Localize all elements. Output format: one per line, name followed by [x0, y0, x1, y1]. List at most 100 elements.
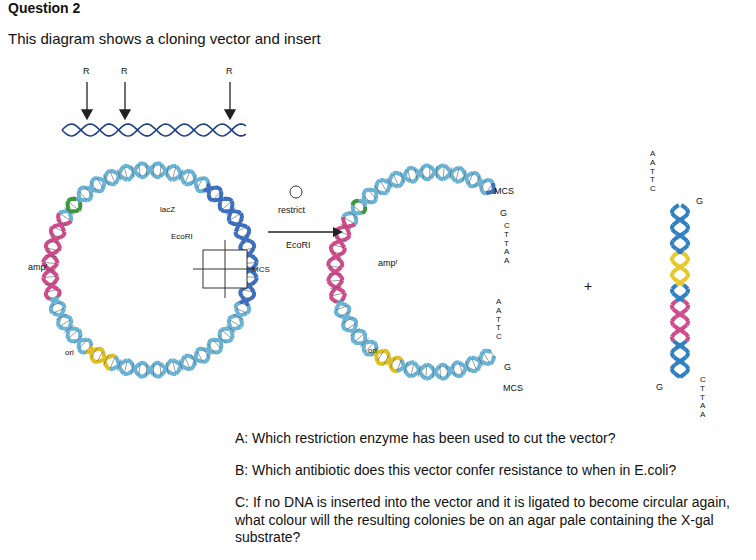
helix-stroke — [329, 280, 341, 281]
helix-stroke — [673, 205, 678, 209]
helix-stroke — [489, 349, 496, 359]
helix-stroke — [680, 373, 686, 377]
helix-stroke — [340, 260, 342, 267]
helix-stroke — [683, 277, 688, 281]
diagram-label: R — [121, 66, 128, 77]
helix-stroke — [685, 365, 688, 369]
vector-plasmid — [43, 163, 256, 376]
helix-stroke — [238, 234, 249, 238]
helix-stroke — [379, 192, 387, 193]
helix-stroke — [124, 371, 132, 374]
diagram-label: G — [696, 196, 703, 207]
helix-stroke — [483, 353, 489, 363]
helix-stroke — [226, 325, 236, 332]
helix-stroke — [673, 325, 678, 329]
helix-stroke — [672, 365, 675, 369]
helix-stroke — [240, 241, 252, 244]
helix-stroke — [684, 317, 688, 321]
helix-stroke — [353, 201, 359, 206]
helix-stroke — [251, 292, 255, 299]
helix-stroke — [418, 365, 420, 377]
helix-stroke — [197, 351, 203, 361]
helix-stroke — [191, 175, 196, 186]
helix-stroke — [58, 290, 60, 297]
helix-stroke — [456, 179, 464, 182]
helix-stroke — [399, 180, 404, 187]
helix-stroke — [153, 364, 154, 376]
helix-stroke — [681, 325, 686, 329]
helix-stroke — [238, 302, 249, 306]
helix-stroke — [60, 214, 70, 220]
helix-stroke — [682, 293, 687, 297]
helix-stroke — [139, 374, 147, 376]
helix-stroke — [226, 208, 236, 215]
helix-stroke — [681, 205, 686, 209]
helix-stroke — [167, 360, 173, 366]
helix-stroke — [203, 348, 210, 358]
helix-stroke — [167, 174, 173, 180]
helix-stroke — [401, 360, 405, 370]
helix-stroke — [672, 229, 676, 233]
restriction-arrows — [82, 82, 235, 119]
helix-stroke — [68, 339, 76, 342]
helix-stroke — [405, 370, 411, 376]
helix-stroke — [478, 356, 483, 367]
helix-stroke — [683, 253, 688, 257]
helix-stroke — [203, 182, 210, 192]
helix-stroke — [240, 296, 252, 299]
helix-stroke — [336, 310, 340, 316]
helix-stroke — [185, 357, 189, 368]
helix-stroke — [676, 249, 682, 253]
helix-stroke — [437, 165, 445, 169]
diagram-label: lacZ — [160, 205, 175, 215]
helix-stroke — [354, 342, 364, 343]
helix-stroke — [683, 269, 687, 273]
helix-stroke — [334, 299, 345, 303]
helix-stroke — [43, 278, 48, 285]
helix-stroke — [370, 199, 376, 202]
helix-stroke — [682, 237, 687, 241]
process-arrow — [268, 186, 343, 237]
helix-stroke — [56, 220, 67, 226]
helix-stroke — [153, 363, 160, 366]
diagram-label: ori — [65, 348, 74, 358]
helix-stroke — [58, 213, 60, 222]
helix-stroke — [203, 178, 208, 183]
helix-stroke — [363, 194, 371, 203]
helix-stroke — [166, 363, 168, 375]
helix-stroke — [85, 344, 92, 353]
helix-stroke — [68, 201, 70, 211]
helix-stroke — [456, 169, 459, 181]
helix-stroke — [352, 318, 357, 323]
insert-fragment — [672, 205, 688, 377]
helix-stroke — [53, 227, 64, 232]
helix-stroke — [51, 306, 53, 313]
helix-stroke — [360, 338, 368, 346]
helix-stroke — [139, 363, 140, 375]
helix-stroke — [429, 166, 431, 178]
cut-vector — [328, 165, 496, 378]
helix-stroke — [332, 293, 344, 296]
helix-stroke — [146, 166, 153, 175]
helix-stroke — [251, 241, 255, 248]
helix-stroke — [333, 245, 345, 248]
helix-stroke — [51, 227, 53, 234]
helix-stroke — [362, 207, 365, 213]
helix-stroke — [222, 330, 231, 338]
helix-stroke — [331, 252, 343, 254]
helix-stroke — [446, 365, 447, 377]
helix-stroke — [220, 330, 222, 338]
helix-stroke — [342, 293, 345, 301]
helix-stroke — [390, 357, 395, 368]
helix-stroke — [423, 177, 430, 179]
helix-stroke — [342, 318, 352, 324]
helix-stroke — [328, 259, 331, 266]
helix-stroke — [173, 361, 176, 373]
helix-stroke — [448, 366, 454, 376]
helix-stroke — [50, 302, 61, 306]
helix-stroke — [682, 309, 687, 313]
helix-stroke — [222, 202, 231, 210]
helix-stroke — [472, 359, 477, 370]
helix-stroke — [231, 329, 233, 339]
helix-stroke — [443, 166, 444, 178]
